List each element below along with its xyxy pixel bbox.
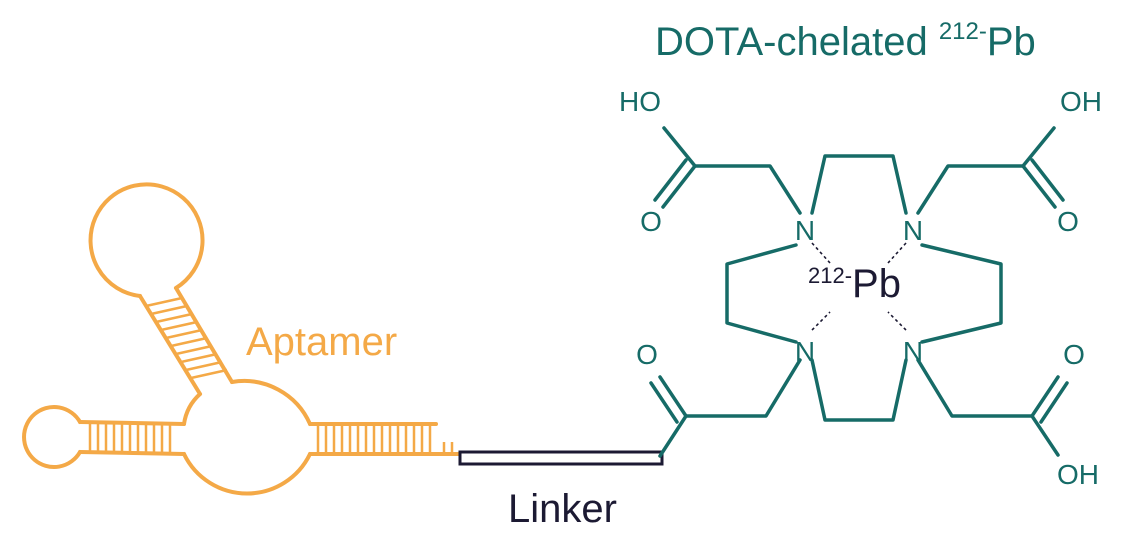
arm-top-left-carbonyl-a xyxy=(661,164,697,209)
lead-ion: 212-Pb xyxy=(808,262,901,306)
aptamer-top-loop xyxy=(88,182,205,298)
aptamer-label: Aptamer xyxy=(246,320,397,364)
left-stem-base-pairs xyxy=(88,424,172,452)
nitrogen-bottom-right: N xyxy=(903,336,923,367)
nitrogen-top-right: N xyxy=(903,215,923,246)
ring-left-bridge xyxy=(725,243,798,344)
ring-bottom-bridge xyxy=(810,358,908,422)
arm-top-right-carbonyl-b xyxy=(1030,158,1065,202)
arm-top-left xyxy=(662,126,802,215)
hydroxyl-bottom-right: OH xyxy=(1057,459,1099,490)
aptamer-left-loop xyxy=(22,405,82,469)
dota-title: DOTA-chelated 212-Pb xyxy=(655,18,1036,64)
lead-ion-superscript: 212- xyxy=(808,263,852,288)
diagonal-stem-base-pairs xyxy=(145,296,228,380)
aptamer-central-loop-top xyxy=(230,378,312,426)
arm-top-right-carbonyl-a xyxy=(1021,164,1057,209)
aptamer-diagonal-stem-right xyxy=(174,286,234,384)
arm-bottom-left-carbonyl-b xyxy=(649,381,679,424)
oxygen-top-right: O xyxy=(1057,206,1079,237)
coordination-bonds xyxy=(811,242,907,331)
arm-bottom-right-carbonyl-a xyxy=(1030,375,1060,418)
oxygen-top-left: O xyxy=(640,206,662,237)
lead-ion-element: Pb xyxy=(852,262,901,306)
aptamer-base-pairs xyxy=(88,296,454,454)
aptamer-central-loop xyxy=(182,392,202,426)
dota-bonds xyxy=(649,126,1069,458)
aptamer-central-loop-bottom xyxy=(182,452,312,496)
arm-bottom-left-carbonyl-a xyxy=(658,375,688,418)
hydroxyl-top-left: HO xyxy=(619,86,661,117)
aptamer-left-stem-top xyxy=(78,420,186,426)
arm-bottom-left xyxy=(658,358,802,458)
hydroxyl-top-right: OH xyxy=(1060,86,1102,117)
nitrogen-atoms: N N N N xyxy=(795,215,923,367)
aptamer-left-stem-bottom xyxy=(78,450,186,456)
oxygen-atoms: HO OH O O O O OH xyxy=(619,86,1102,490)
ring-right-bridge xyxy=(920,243,1003,344)
oxygen-bottom-left: O xyxy=(636,339,658,370)
dota-title-superscript: 212- xyxy=(939,18,987,45)
arm-top-right xyxy=(916,126,1056,215)
oxygen-bottom-right: O xyxy=(1063,339,1085,370)
dota-title-text: DOTA-chelated xyxy=(655,20,939,64)
nitrogen-bottom-left: N xyxy=(795,336,815,367)
linker-bar xyxy=(458,450,664,466)
arm-bottom-right xyxy=(916,358,1060,457)
ring-top-bridge xyxy=(810,154,908,215)
arm-top-left-carbonyl-b xyxy=(653,158,688,202)
linker-label: Linker xyxy=(508,487,617,531)
right-stem-base-pairs xyxy=(316,424,454,454)
arm-bottom-right-carbonyl-b xyxy=(1039,381,1069,424)
aptamer-diagonal-stem-left xyxy=(138,294,202,396)
dota-title-element: Pb xyxy=(987,20,1036,64)
nitrogen-top-left: N xyxy=(795,215,815,246)
